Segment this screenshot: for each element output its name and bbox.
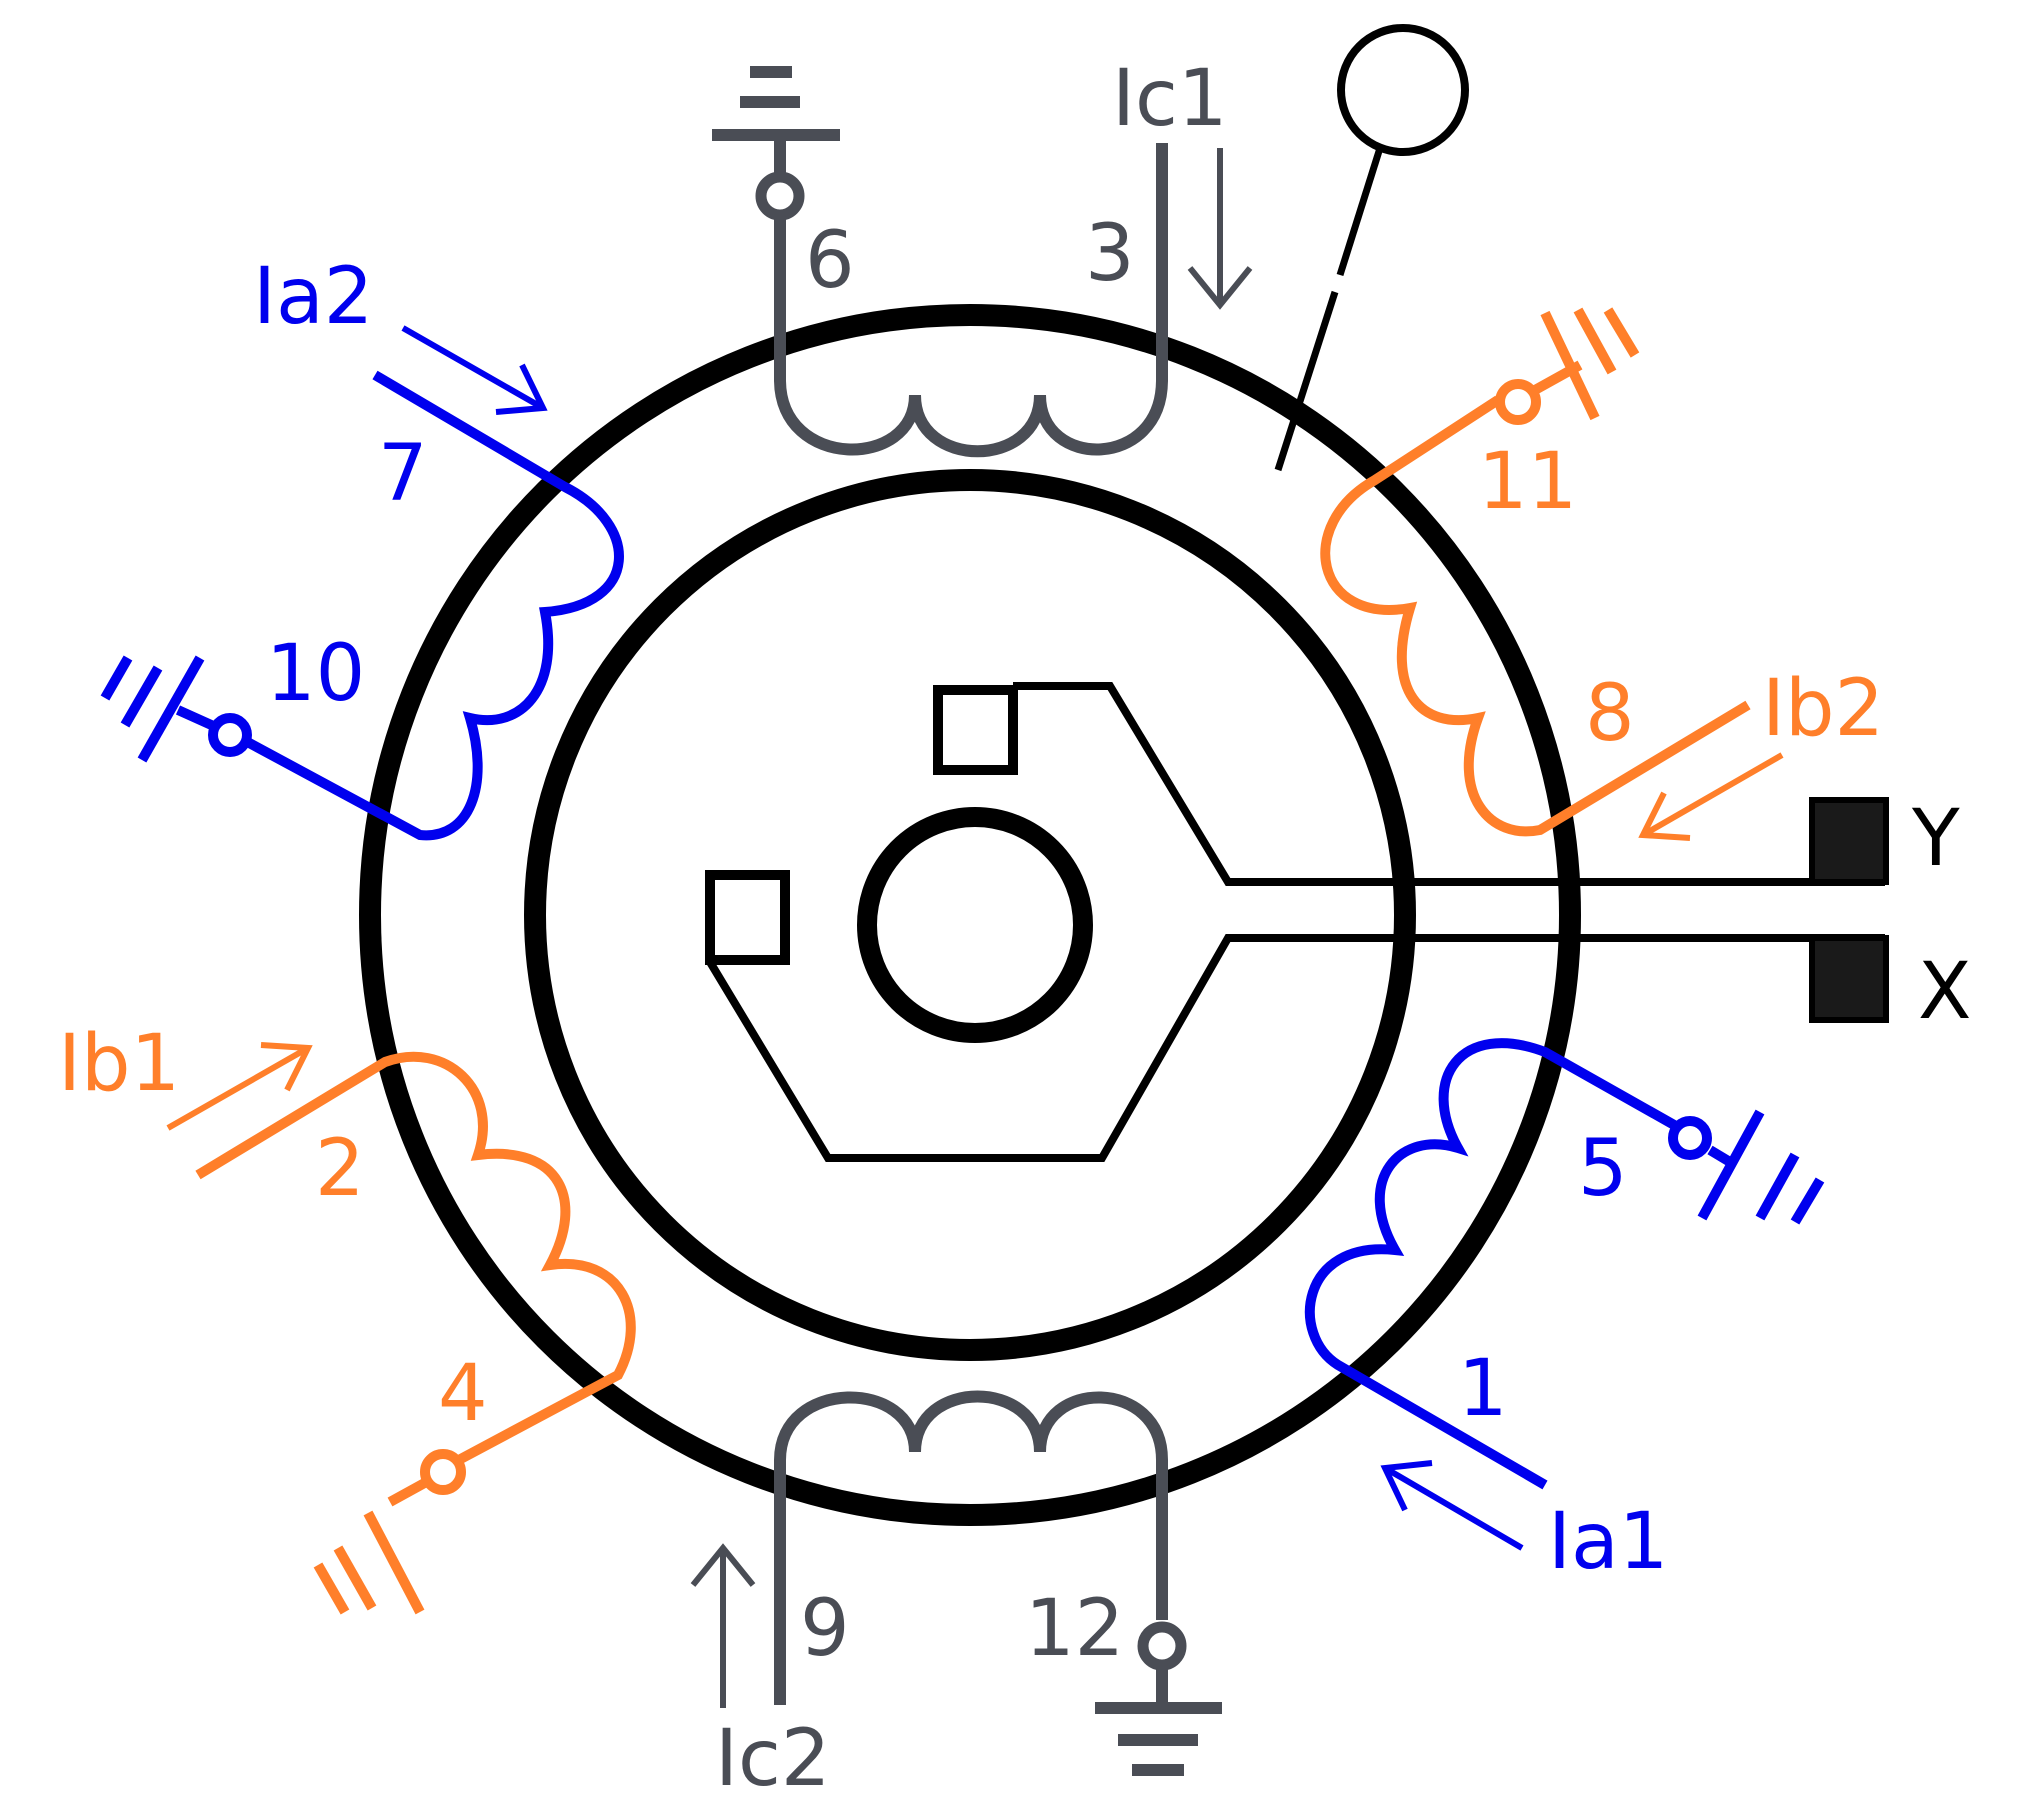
ground-5-lead — [1707, 1145, 1738, 1170]
label-pin-7: 7 — [378, 429, 428, 519]
upper-slot-square — [933, 685, 1018, 775]
label-pin-9: 9 — [800, 1584, 850, 1674]
ground-4-plate-2 — [333, 1545, 377, 1611]
label-pin-3: 3 — [1085, 209, 1135, 299]
phase-c-windings — [690, 66, 1253, 1776]
label-pin-12: 12 — [1025, 1584, 1124, 1674]
label-ic2: Ic2 — [715, 1714, 831, 1803]
label-pin-5: 5 — [1578, 1124, 1628, 1214]
ground-4-plate-3 — [313, 1562, 350, 1615]
terminal-6-node — [755, 171, 805, 221]
terminal-4-node — [420, 1449, 466, 1495]
terminal-12-node — [1137, 1621, 1187, 1671]
lower-right-coil — [1304, 1038, 1686, 1490]
upper-contact-arm — [1013, 682, 1885, 886]
bottom-coil — [774, 1390, 1168, 1705]
label-pin-11: 11 — [1478, 437, 1577, 527]
lower-contact-arm — [706, 934, 1885, 1162]
ground-5-plate-3 — [1790, 1177, 1825, 1225]
probe-stem — [1336, 146, 1384, 277]
ground-11-lead — [1532, 360, 1583, 395]
ground-10-plate-3 — [100, 655, 133, 701]
ib2-arrow-head — [1638, 791, 1691, 841]
ic2-arrow-head — [690, 1543, 756, 1587]
ib2-arrow-shaft — [1641, 752, 1784, 838]
label-ib2: Ib2 — [1762, 664, 1884, 754]
upper-right-coil — [1320, 395, 1751, 837]
label-pin-10: 10 — [266, 629, 365, 719]
ground-5-plate-2 — [1755, 1152, 1800, 1221]
ia2-arrow-head — [495, 363, 548, 415]
terminal-11-node — [1495, 379, 1541, 425]
ground-11-plate-2 — [1573, 307, 1617, 375]
label-pin-2: 2 — [315, 1124, 365, 1214]
phase-a-windings — [100, 325, 1825, 1551]
top-coil — [774, 143, 1168, 458]
ia1-arrow-shaft — [1383, 1465, 1524, 1551]
label-ic1: Ic1 — [1112, 54, 1228, 144]
label-pin-8: 8 — [1585, 669, 1635, 759]
ground-10-plate-1 — [137, 655, 205, 763]
terminal-y-block — [1809, 797, 1889, 885]
ia2-arrow-shaft — [401, 325, 545, 411]
terminal-5-node — [1668, 1116, 1712, 1160]
label-ia1: Ia1 — [1548, 1497, 1668, 1587]
terminal-x-block — [1809, 935, 1889, 1023]
label-terminal-x: X — [1918, 947, 1971, 1037]
label-pin-4: 4 — [438, 1349, 488, 1439]
ib1-arrow-head — [260, 1042, 313, 1092]
ic1-arrow-head — [1187, 266, 1253, 310]
label-ia2: Ia2 — [253, 252, 373, 342]
stator-structure — [359, 24, 1885, 1526]
inner-stator-ring — [524, 469, 1416, 1361]
label-pin-1: 1 — [1458, 1344, 1508, 1434]
probe-stem-lower — [1274, 290, 1339, 472]
lower-left-coil — [195, 1051, 636, 1467]
ia1-arrow-head — [1380, 1460, 1433, 1512]
ground-11-plate-3 — [1603, 307, 1640, 358]
ib1-arrow-shaft — [166, 1045, 310, 1131]
ground-4-plate-1 — [363, 1510, 425, 1615]
terminal-10-node — [208, 713, 252, 757]
outer-stator-ring — [359, 304, 1581, 1526]
label-terminal-y: Y — [1911, 794, 1960, 884]
label-pin-6: 6 — [805, 216, 855, 306]
rotor-shaft — [857, 807, 1093, 1043]
label-ib1: Ib1 — [58, 1019, 180, 1109]
left-slot-square — [705, 870, 790, 965]
ground-10-plate-2 — [120, 665, 163, 728]
probe-head — [1337, 24, 1469, 156]
upper-left-coil — [237, 370, 624, 841]
phase-b-windings — [166, 307, 1784, 1615]
